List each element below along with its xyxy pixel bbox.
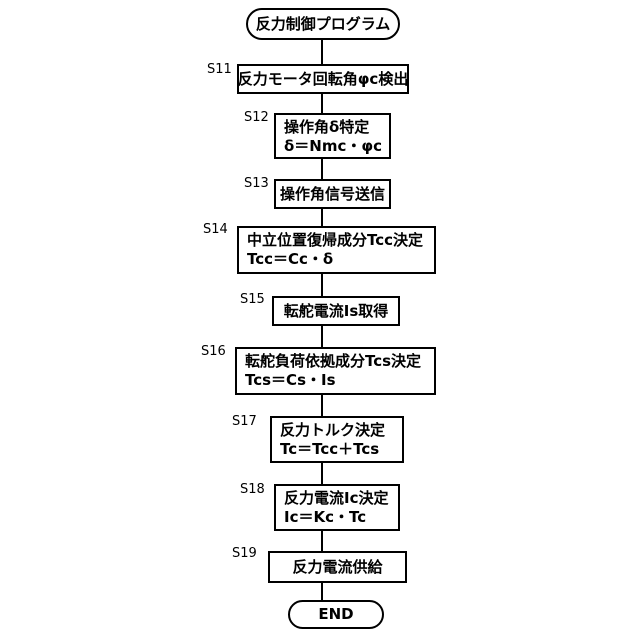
- step-box-s16: 転舵負荷依拠成分Tcs決定 Tcs＝Cs・Is: [235, 347, 436, 395]
- step-id-s17: S17: [232, 414, 257, 429]
- step-box-s18: 反力電流Ic決定 Ic＝Kc・Tc: [274, 484, 400, 531]
- step-box-s17: 反力トルク決定 Tc＝Tcc＋Tcs: [270, 416, 404, 463]
- step-id-s14: S14: [203, 222, 228, 237]
- step-text: 操作角信号送信: [280, 185, 385, 204]
- step-text: 反力電流供給: [292, 558, 382, 577]
- step-formula: Tcs＝Cs・Is: [245, 371, 426, 390]
- step-id-s11: S11: [207, 62, 232, 77]
- step-box-s13: 操作角信号送信: [274, 179, 391, 209]
- step-formula: Tcc＝Cc・δ: [247, 250, 426, 269]
- step-id-s18: S18: [240, 482, 265, 497]
- step-id-s13: S13: [244, 176, 269, 191]
- step-text: 反力トルク決定: [280, 421, 394, 440]
- step-text: 反力モータ回転角φc検出: [238, 70, 409, 89]
- step-formula: δ＝Nmc・φc: [284, 137, 381, 156]
- step-text: 操作角δ特定: [284, 118, 381, 137]
- step-formula: Tc＝Tcc＋Tcs: [280, 440, 394, 459]
- step-text: 中立位置復帰成分Tcc決定: [247, 231, 426, 250]
- start-label: 反力制御プログラム: [256, 15, 391, 34]
- step-formula: Ic＝Kc・Tc: [284, 508, 390, 527]
- step-box-s12: 操作角δ特定 δ＝Nmc・φc: [274, 113, 391, 159]
- step-box-s19: 反力電流供給: [268, 551, 407, 583]
- step-text: 転舵電流Is取得: [284, 302, 389, 321]
- start-terminal: 反力制御プログラム: [246, 8, 400, 40]
- step-id-s12: S12: [244, 110, 269, 125]
- step-box-s14: 中立位置復帰成分Tcc決定 Tcc＝Cc・δ: [237, 226, 436, 274]
- step-text: 反力電流Ic決定: [284, 489, 390, 508]
- step-box-s15: 転舵電流Is取得: [272, 296, 400, 326]
- end-terminal: END: [288, 600, 384, 629]
- end-label: END: [318, 605, 353, 624]
- step-text: 転舵負荷依拠成分Tcs決定: [245, 352, 426, 371]
- step-box-s11: 反力モータ回転角φc検出: [237, 64, 409, 94]
- step-id-s16: S16: [201, 344, 226, 359]
- step-id-s15: S15: [240, 292, 265, 307]
- step-id-s19: S19: [232, 546, 257, 561]
